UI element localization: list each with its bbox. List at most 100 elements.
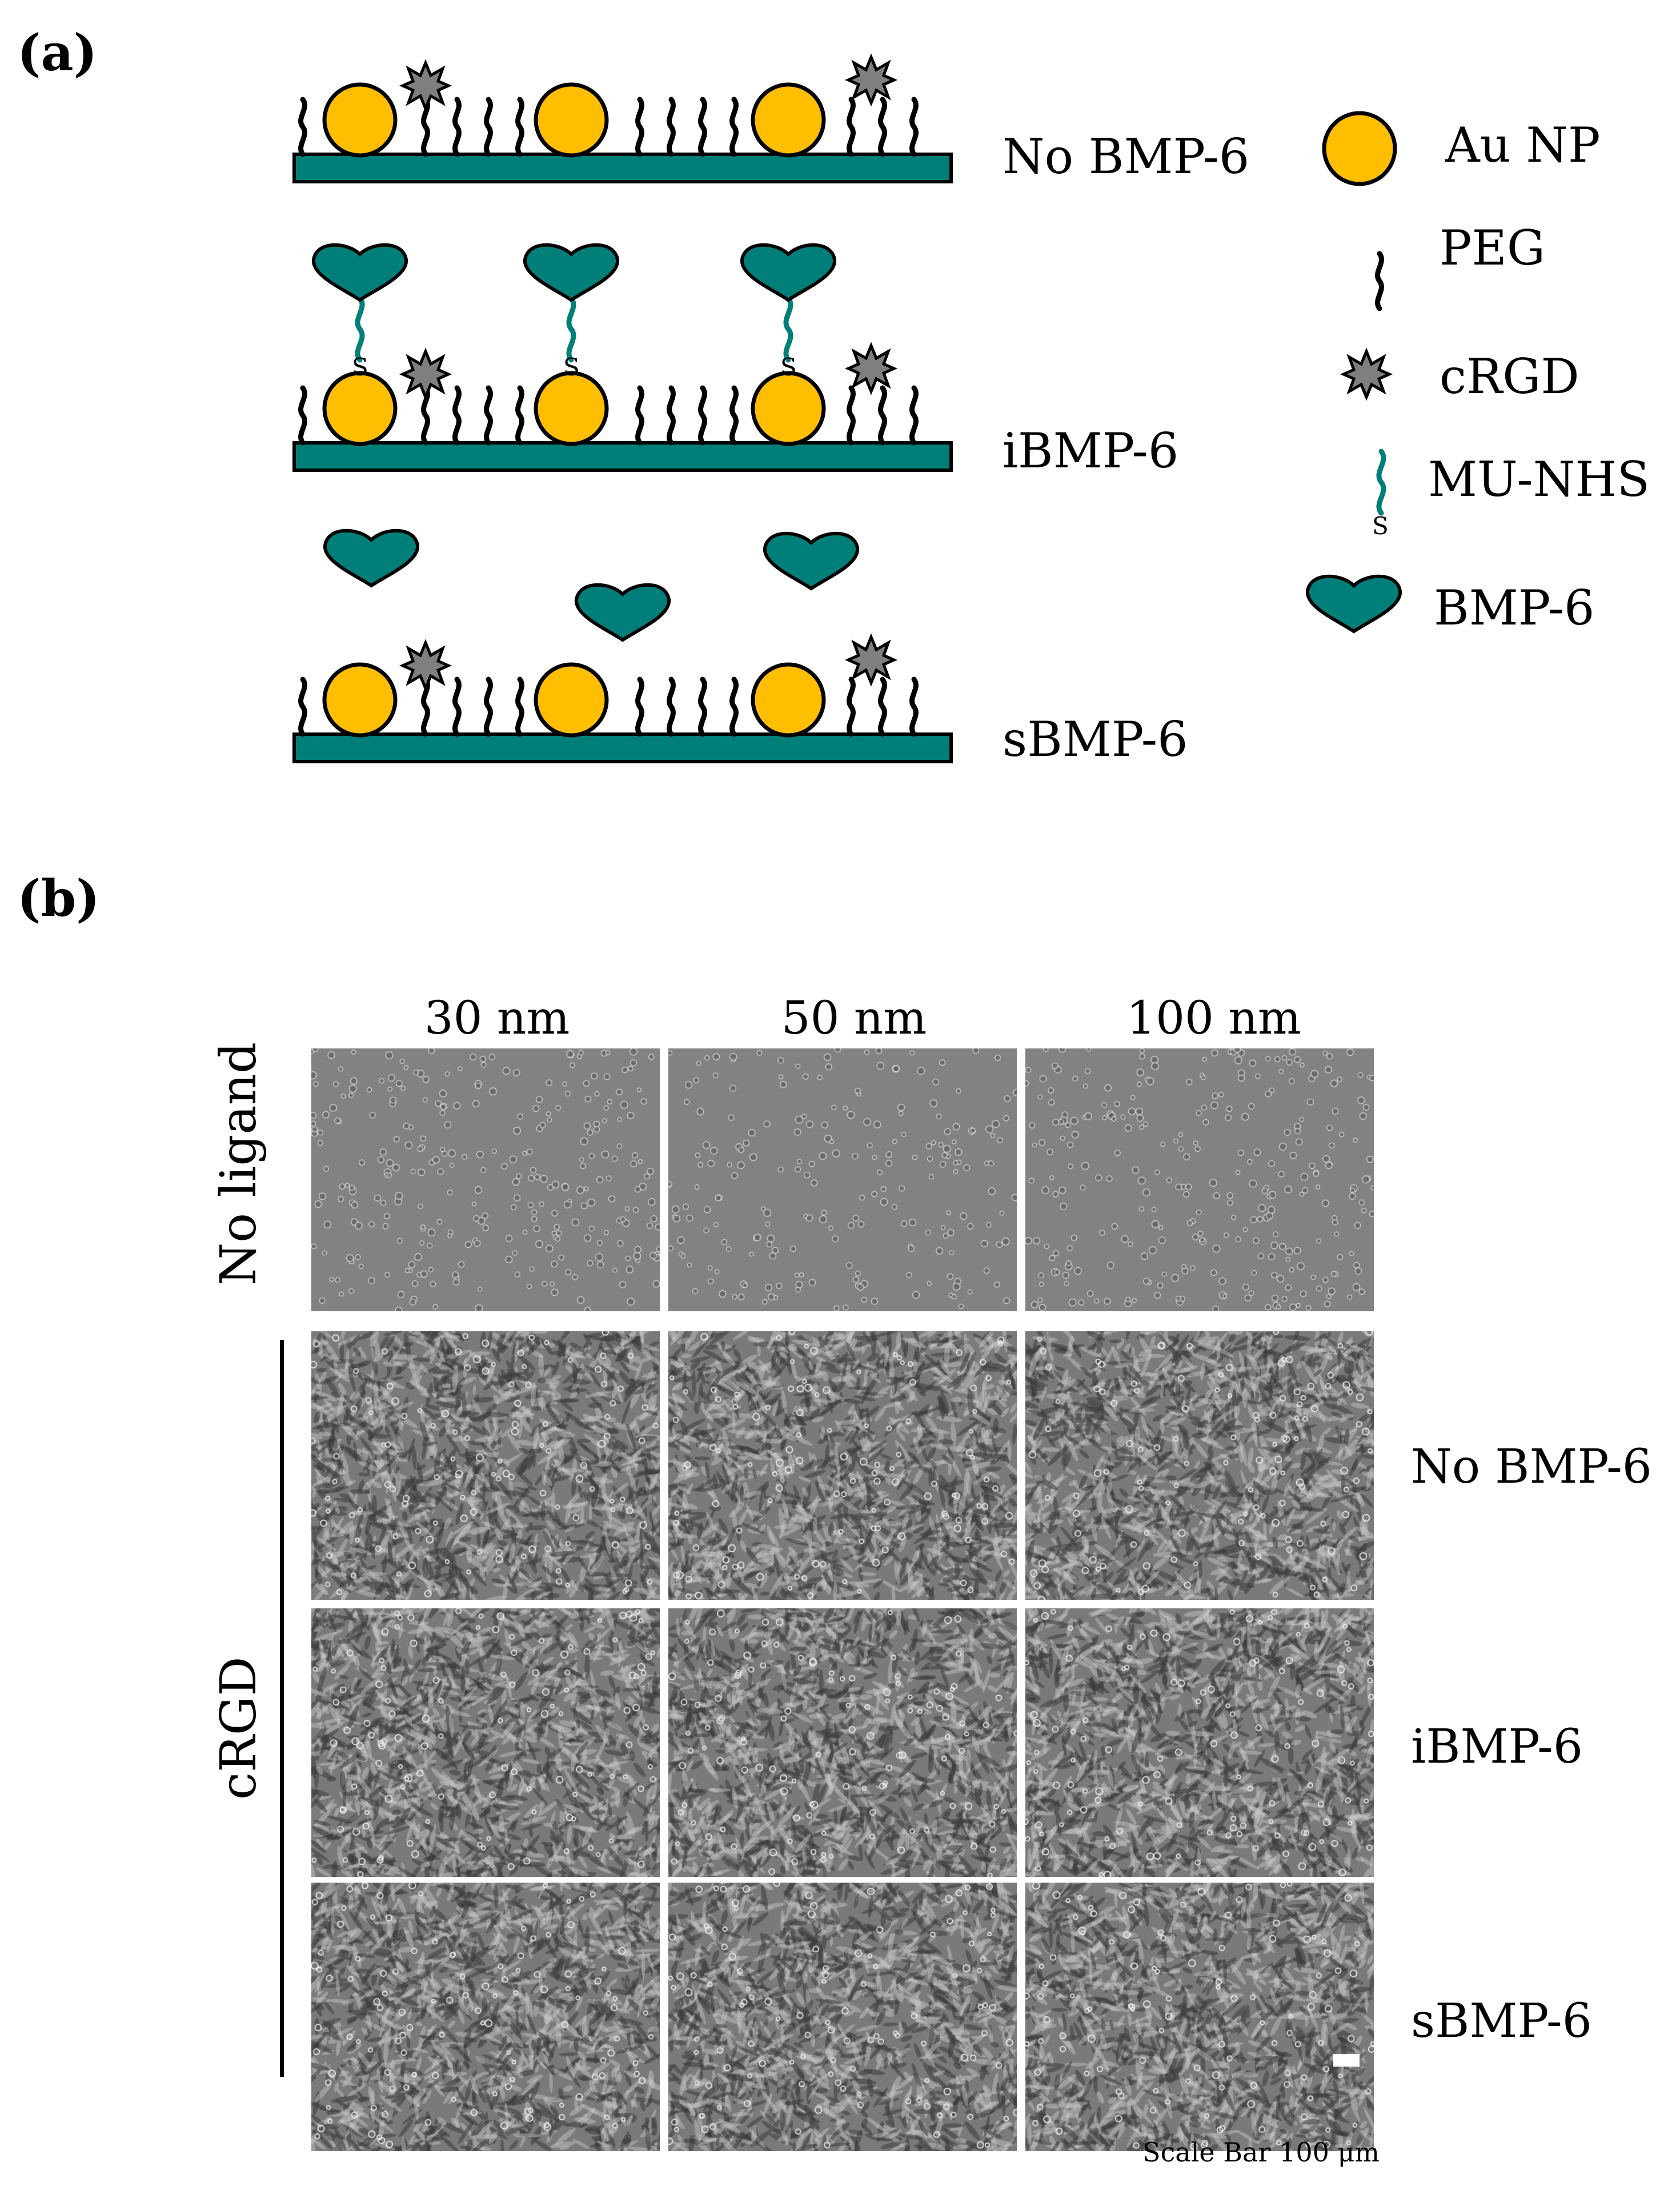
micrograph-r4-c1 (311, 1883, 660, 2151)
scale-bar (1333, 2054, 1360, 2067)
peg-chain-icon (487, 99, 491, 154)
column-label-30nm: 30 nm (424, 991, 570, 1044)
peg-chain-icon (732, 99, 736, 154)
micrograph-image (1025, 1883, 1374, 2151)
peg-chain-icon (1378, 254, 1382, 309)
gold-nanoparticle-icon (1322, 111, 1397, 186)
crgd-star-icon (848, 57, 894, 103)
micrograph-image (311, 1331, 660, 1600)
linker-atom-label: S (780, 353, 797, 381)
bmp6-heart-icon (576, 585, 669, 640)
crgd-star-icon (848, 346, 894, 391)
micrograph-image (668, 1883, 1017, 2151)
peg-chain-icon (638, 679, 642, 734)
column-label-50nm: 50 nm (781, 991, 927, 1044)
peg-chain-icon (455, 388, 459, 443)
peg-chain-icon (487, 679, 491, 734)
micrograph-r1-c2 (668, 1048, 1017, 1311)
peg-chain-icon (701, 99, 705, 154)
group-label-crgd: cRGD (210, 1656, 267, 1800)
peg-chain-icon (301, 388, 305, 443)
legend-label-mu-nhs: MU-NHS (1428, 451, 1650, 507)
scale-bar-label: Scale Bar 100 μm (1142, 2137, 1380, 2168)
peg-chain-icon (912, 679, 916, 734)
legend-label-au-np: Au NP (1445, 117, 1601, 173)
peg-chain-icon (701, 388, 705, 443)
linker-atom-label: S (352, 353, 368, 381)
micrograph-r3-c3 (1025, 1608, 1374, 1877)
gold-nanoparticle-icon (322, 371, 398, 446)
peg-chain-icon (301, 99, 305, 154)
peg-chain-icon (849, 388, 853, 443)
substrate-sbmp6 (292, 732, 953, 763)
micrograph-image (668, 1608, 1017, 1877)
peg-chain-icon (669, 679, 673, 734)
peg-chain-icon (455, 99, 459, 154)
peg-chain-icon (669, 388, 673, 443)
peg-chain-icon (638, 388, 642, 443)
mu-nhs-linker-icon (1376, 449, 1386, 516)
peg-chain-icon (638, 99, 642, 154)
micrograph-r4-c3 (1025, 1883, 1374, 2151)
legend-label-peg: PEG (1440, 220, 1545, 276)
micrograph-r1-c3 (1025, 1048, 1374, 1311)
peg-chain-icon (487, 388, 491, 443)
crgd-bracket-line (280, 1340, 284, 2077)
micrograph-image (311, 1048, 660, 1311)
crgd-star-icon (403, 351, 448, 397)
micrograph-image (311, 1883, 660, 2151)
peg-chain-icon (518, 679, 522, 734)
bmp6-heart-icon (325, 531, 418, 586)
micrograph-image (1025, 1331, 1374, 1600)
gold-nanoparticle-icon (534, 371, 609, 446)
micro-row-label-no-bmp6: No BMP-6 (1411, 1440, 1652, 1494)
mu-nhs-linker-icon (566, 295, 576, 363)
micro-row-label-ibmp6: iBMP-6 (1411, 1720, 1583, 1774)
peg-chain-icon (518, 99, 522, 154)
mu-nhs-linker-icon (355, 295, 365, 363)
gold-nanoparticle-icon (751, 371, 826, 446)
micrograph-r2-c2 (668, 1331, 1017, 1600)
peg-chain-icon (912, 99, 916, 154)
peg-chain-icon (455, 679, 459, 734)
crgd-star-icon (848, 637, 894, 683)
peg-chain-icon (912, 388, 916, 443)
scheme-row-label-ibmp6: iBMP-6 (1003, 423, 1179, 479)
bmp6-heart-icon (1308, 576, 1400, 631)
micrograph-image (1025, 1608, 1374, 1877)
gold-nanoparticle-icon (534, 82, 609, 158)
gold-nanoparticle-icon (322, 82, 398, 158)
gold-nanoparticle-icon (534, 662, 609, 738)
group-label-no-ligand: No ligand (210, 1042, 267, 1286)
micrograph-r2-c3 (1025, 1331, 1374, 1600)
bmp6-heart-icon (765, 534, 857, 588)
panel-b-label: (b) (17, 868, 100, 928)
peg-chain-icon (701, 679, 705, 734)
micrograph-r3-c2 (668, 1608, 1017, 1877)
crgd-star-icon (403, 63, 448, 109)
micrograph-image (668, 1331, 1017, 1600)
peg-chain-icon (301, 679, 305, 734)
bmp6-heart-icon (742, 245, 835, 300)
gold-nanoparticle-icon (751, 82, 826, 158)
gold-nanoparticle-icon (751, 662, 826, 738)
micrograph-r4-c2 (668, 1883, 1017, 2151)
linker-atom-label: S (1372, 512, 1389, 540)
bmp6-heart-icon (525, 245, 618, 300)
legend-label-crgd: cRGD (1440, 349, 1579, 405)
peg-chain-icon (732, 679, 736, 734)
micrograph-r3-c1 (311, 1608, 660, 1877)
column-label-100nm: 100 nm (1126, 991, 1301, 1044)
substrate-ibmp6 (292, 441, 953, 472)
bmp6-heart-icon (314, 245, 406, 300)
peg-chain-icon (849, 99, 853, 154)
micrograph-r1-c1 (311, 1048, 660, 1311)
mu-nhs-linker-icon (783, 295, 793, 363)
peg-chain-icon (849, 679, 853, 734)
scheme-row-label-sbmp6: sBMP-6 (1003, 711, 1188, 767)
peg-chain-icon (881, 99, 885, 154)
micrograph-image (311, 1608, 660, 1877)
peg-chain-icon (669, 99, 673, 154)
micro-row-label-sbmp6: sBMP-6 (1411, 1994, 1592, 2048)
